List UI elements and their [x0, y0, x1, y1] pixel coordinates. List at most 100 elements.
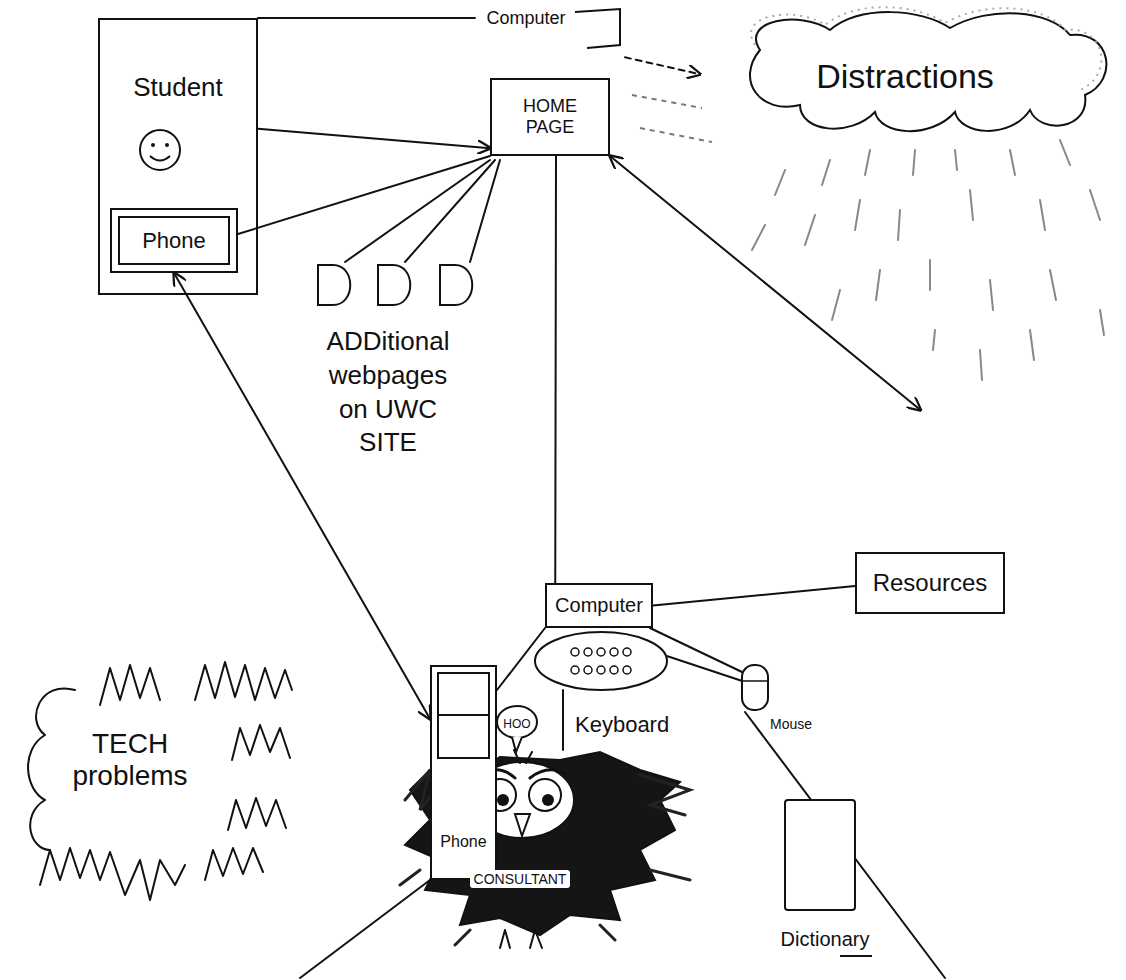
annotation: CONSULTANT: [470, 870, 571, 888]
speech-bubble-outline-part-part: [512, 737, 522, 752]
webpage-icons-part: [440, 265, 472, 305]
keyboard-outline-part-part: [535, 632, 667, 690]
webpage-icons-part: [378, 265, 410, 305]
owl-consultant-part: [497, 794, 509, 806]
distractions-cloud: Distractions: [700, 15, 1112, 410]
mouse-outline-part: [742, 665, 768, 710]
home-page-box: HOME PAGE: [490, 78, 610, 156]
mouse-outline-part-part: [742, 680, 768, 682]
dictionary-book: Dictionary: [770, 795, 880, 975]
keyboard-outline-part-part-part: [571, 666, 579, 674]
owl-consultant-part: [515, 814, 530, 836]
computer-box: Computer: [545, 583, 653, 628]
distractions-cloud-outline-part-part: [752, 140, 1104, 380]
owl-consultant-part: [500, 930, 542, 948]
computer-bracket: ComputerHOME PAGE: [480, 2, 625, 160]
dictionary-book-outline-part-part: [785, 800, 855, 910]
phone-handset-outline-part: [431, 666, 496, 879]
connector-line: [238, 156, 490, 234]
annotation: ADDitional webpages on UWC SITE: [318, 325, 458, 460]
node-text: Phone: [142, 228, 206, 253]
student-box-outline-part-part: [140, 130, 180, 170]
node-text: Resources: [873, 569, 988, 597]
desk-lines: [300, 628, 945, 978]
node-text: Student: [133, 73, 223, 103]
speech-bubble-outline-part-part: [497, 706, 537, 738]
keyboard: Keyboard: [535, 632, 705, 742]
text-block: Computer: [555, 594, 643, 617]
tech-problems-cloud-outline-part: [28, 662, 292, 900]
keyboard-outline-part: [535, 632, 667, 690]
text-block: HOO: [496, 714, 538, 732]
tech-problems-cloud-outline-part-part-part: [232, 725, 290, 760]
student-box-outline-part: [99, 19, 257, 294]
keyboard-outline-part-part-part: [571, 648, 579, 656]
webpage-icons-part: [345, 160, 500, 262]
connector-arrow: [610, 156, 920, 410]
phone-box: Phone: [110, 208, 238, 273]
node-text: Mouse: [770, 716, 812, 732]
node-text: Computer: [486, 8, 565, 29]
webpage-icons-part: [318, 265, 350, 305]
computer-bracket-outline-part-part: [575, 9, 620, 48]
owl-consultant-part: [529, 779, 561, 811]
distraction-dashes: [632, 95, 712, 142]
text-block: Computer: [480, 8, 572, 29]
keyboard-outline-part-part-part: [597, 666, 605, 674]
keyboard-outline-part-part-part: [623, 648, 631, 656]
tech-problems-cloud-outline-part-part-part: [205, 848, 263, 880]
keyboard-outline-part-part-part: [584, 648, 592, 656]
phone-handset: Phone: [430, 665, 497, 880]
tech-problems-cloud: TECH problems: [15, 650, 300, 905]
desk-lines-part: [300, 628, 945, 978]
node-text: TECH problems: [50, 728, 210, 792]
phone-handset-outline-part-part: [438, 673, 489, 758]
node-text: HOO: [503, 718, 530, 732]
frame-line: [258, 17, 475, 19]
connector-line: [668, 656, 743, 681]
mouse-outline-part-part: [742, 665, 768, 710]
tech-problems-cloud-outline-part-part: [28, 662, 292, 900]
owl-consultant-part: [542, 794, 554, 806]
text-block: Resources: [873, 569, 988, 597]
node-text: Dictionary: [781, 928, 870, 951]
text-block: Distractions: [740, 57, 1070, 96]
keyboard-outline-part-part-part: [584, 666, 592, 674]
dictionary-book-outline-part-part: [840, 955, 872, 957]
node-text: Keyboard: [575, 712, 669, 737]
tech-problems-cloud-outline-part-part-part: [40, 848, 185, 900]
phone-handset-outline-part-part: [431, 666, 496, 879]
mouse-outline: [738, 665, 823, 745]
connector-arrow: [258, 129, 490, 148]
distraction-dashes-part: [632, 95, 712, 142]
node-text: Distractions: [816, 57, 994, 96]
webpages-note: ADDitional webpages on UWC SITE: [318, 325, 458, 460]
student-box-outline-part-part: [99, 19, 257, 294]
connector-line: [653, 586, 855, 605]
keyboard-outline-part-part-part: [610, 648, 618, 656]
student-box-outline-part-part: [165, 143, 169, 147]
text-block: Phone: [142, 228, 206, 253]
keyboard-outline-part-part-part: [610, 666, 618, 674]
resources-box: Resources: [855, 552, 1005, 614]
tech-problems-cloud-outline-part-part-part: [100, 665, 160, 705]
connector-group: [174, 57, 920, 718]
text-block: TECH problems: [50, 728, 210, 792]
student-box-outline-part-part: [150, 156, 170, 161]
frame-line-part: [258, 17, 475, 19]
speech-bubble-outline-part: [497, 706, 537, 752]
computer-bracket-outline-part: [575, 9, 620, 48]
text-block: Dictionary: [770, 928, 880, 951]
tech-problems-cloud-outline-part-part-part: [195, 662, 292, 700]
speech-bubble: HOO: [496, 705, 538, 739]
distractions-cloud-outline-part: [750, 7, 1106, 380]
text-block: HOME PAGE: [515, 96, 585, 137]
tech-problems-cloud-outline-part-part-part: [228, 798, 286, 830]
text-block: Student: [98, 73, 258, 103]
keyboard-outline-part-part: [571, 648, 631, 674]
connector-line: [554, 156, 557, 583]
node-text: HOME PAGE: [515, 96, 585, 137]
keyboard-outline-part-part-part: [623, 666, 631, 674]
consultant-badge: CONSULTANT: [458, 870, 582, 888]
